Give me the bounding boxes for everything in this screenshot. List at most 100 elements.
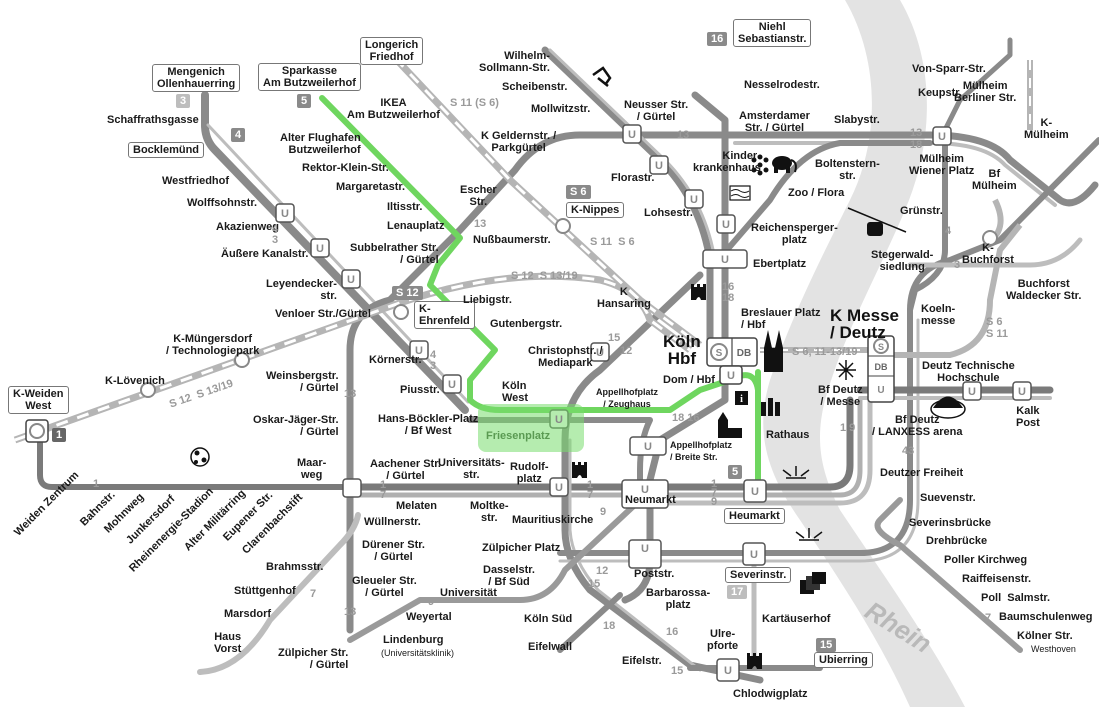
station-moltkestr[interactable]: Moltke- str.: [470, 500, 509, 524]
station-florastr[interactable]: Florastr.: [611, 172, 655, 184]
station-brahmsstr[interactable]: Brahmsstr.: [266, 561, 324, 573]
station-ebertplatz[interactable]: Ebertplatz: [753, 258, 807, 270]
station-mauritiuskirche[interactable]: Mauritiuskirche: [512, 514, 594, 526]
station-keupstr[interactable]: Keupstr.: [918, 87, 963, 99]
station-boltenstern[interactable]: Boltenstern- str.: [815, 158, 880, 182]
station-ehrenfeld[interactable]: K- Ehrenfeld: [414, 301, 475, 329]
station-ikea[interactable]: IKEA Am Butzweilerhof: [347, 97, 440, 121]
station-leyendecker[interactable]: Leyendecker- str.: [266, 278, 337, 302]
station-deutzer-freiheit[interactable]: Deutzer Freiheit: [880, 467, 964, 479]
station-marsdorf[interactable]: Marsdorf: [224, 608, 272, 620]
station-universitaetsstr[interactable]: Universitäts- str.: [438, 457, 505, 481]
station-rudolfplatz[interactable]: Rudolf- platz: [510, 461, 549, 485]
station-bf-deutz-lanxess[interactable]: Bf Deutz / LANXESS arena: [872, 414, 963, 438]
station-poller-kirchweg[interactable]: Poller Kirchweg: [944, 554, 1028, 566]
station-piusstr[interactable]: Piusstr.: [400, 384, 440, 396]
station-aeussere-kanalstr[interactable]: Äußere Kanalstr.: [221, 248, 309, 260]
station-lohsestr[interactable]: Lohsestr.: [644, 207, 693, 219]
station-raiffeisenstr[interactable]: Raiffeisenstr.: [962, 573, 1032, 585]
station-venloer[interactable]: Venloer Str./Gürtel: [275, 308, 371, 320]
station-bf-muelheim[interactable]: Bf Mülheim: [972, 168, 1017, 192]
station-poststr[interactable]: Poststr.: [634, 568, 675, 580]
station-baumschulenweg[interactable]: Baumschulenweg: [999, 611, 1093, 623]
station-appellhof-breite[interactable]: Appellhofplatz / Breite Str.: [670, 440, 732, 462]
station-wolffsohnstr[interactable]: Wolffsohnstr.: [187, 197, 258, 209]
station-kinderkrankenhaus[interactable]: Kinder- krankenhaus: [693, 150, 761, 174]
station-nussbaumer[interactable]: Nußbaumerstr.: [473, 234, 551, 246]
station-koeln-sued[interactable]: Köln Süd: [524, 613, 573, 625]
station-iltisstr[interactable]: Iltisstr.: [387, 201, 423, 213]
station-amsterdamer[interactable]: Amsterdamer Str. / Gürtel: [739, 110, 810, 134]
station-gutenbergstr[interactable]: Gutenbergstr.: [490, 318, 563, 330]
station-muengersdorf[interactable]: K-Müngersdorf / Technologiepark: [166, 333, 260, 357]
station-barbarossaplatz[interactable]: Barbarossa- platz: [646, 587, 711, 611]
station-scheibenstr[interactable]: Scheibenstr.: [502, 81, 568, 93]
station-koelnmesse[interactable]: Koeln- messe: [921, 303, 956, 327]
station-weyertal[interactable]: Weyertal: [406, 611, 452, 623]
station-dasselstr[interactable]: Dasselstr. / Bf Süd: [483, 564, 535, 588]
station-melaten[interactable]: Melaten: [396, 500, 437, 512]
station-breslauer[interactable]: Breslauer Platz / Hbf: [741, 307, 821, 331]
station-neusser[interactable]: Neusser Str. / Gürtel: [624, 99, 689, 123]
station-zoo-flora[interactable]: Zoo / Flora: [788, 187, 845, 199]
station-alter-flughafen[interactable]: Alter Flughafen Butzweilerhof: [280, 132, 361, 156]
station-geldern[interactable]: K Geldernstr. / Parkgürtel: [481, 130, 557, 154]
station-lenauplatz[interactable]: Lenauplatz: [387, 220, 445, 232]
station-wilhelm-sollmann[interactable]: Wilhelm- Sollmann-Str.: [479, 50, 550, 74]
station-mollwitzstr[interactable]: Mollwitzstr.: [531, 103, 591, 115]
station-duerener[interactable]: Dürener Str. / Gürtel: [362, 539, 425, 563]
station-akazienweg[interactable]: Akazienweg: [216, 221, 279, 233]
station-weinsberg[interactable]: Weinsbergstr. / Gürtel: [266, 370, 339, 394]
station-koelner-str[interactable]: Kölner Str.: [1017, 630, 1073, 642]
station-gleueler[interactable]: Gleueler Str. / Gürtel: [352, 575, 417, 599]
station-muelheim-berliner[interactable]: Mülheim Berliner Str.: [954, 80, 1017, 104]
station-reichensperger[interactable]: Reichensperger- platz: [751, 222, 838, 246]
station-eifelwall[interactable]: Eifelwall: [528, 641, 573, 653]
station-eifelstr[interactable]: Eifelstr.: [622, 655, 662, 667]
station-nesselrode[interactable]: Nesselrodestr.: [744, 79, 820, 91]
station-oskar-jaeger[interactable]: Oskar-Jäger-Str. / Gürtel: [253, 414, 339, 438]
terminus-niehl[interactable]: Niehl Sebastianstr.: [733, 19, 812, 47]
station-hans-boeckler[interactable]: Hans-Böckler-Platz / Bf West: [378, 413, 479, 437]
station-margaretastr[interactable]: Margaretastr.: [336, 181, 406, 193]
station-wuellnerstr[interactable]: Wüllnerstr.: [364, 516, 421, 528]
terminus-mengenich[interactable]: Mengenich Ollenhauerring: [152, 64, 241, 92]
station-dom-hbf[interactable]: Dom / Hbf: [663, 374, 715, 386]
hub-label-koeln-hbf[interactable]: Köln Hbf: [663, 332, 701, 368]
station-rathaus[interactable]: Rathaus: [766, 429, 810, 441]
station-stegerwald[interactable]: Stegerwald- siedlung: [871, 249, 934, 273]
terminus-weiden[interactable]: K-Weiden West: [8, 386, 69, 414]
station-zuelpicher-platz[interactable]: Zülpicher Platz: [482, 542, 561, 554]
station-westhoven[interactable]: Westhoven: [1031, 644, 1076, 654]
station-aachener[interactable]: Aachener Str. / Gürtel: [370, 458, 441, 482]
station-lindenburg[interactable]: Lindenburg: [383, 634, 444, 646]
station-k-muelheim[interactable]: K- Mülheim: [1024, 117, 1069, 141]
station-liebigstr[interactable]: Liebigstr.: [463, 294, 512, 306]
station-stuettgenhof[interactable]: Stüttgenhof: [234, 585, 296, 597]
station-christophstr[interactable]: Christophstr. / Mediapark: [528, 345, 603, 369]
station-heumarkt[interactable]: Heumarkt: [724, 508, 785, 524]
station-chlodwigplatz[interactable]: Chlodwigplatz: [733, 688, 808, 700]
station-slabystr[interactable]: Slabystr.: [834, 114, 880, 126]
station-appellhof-zeughaus[interactable]: Appellhofplatz / Zeughaus: [596, 387, 658, 409]
station-drehbruecke[interactable]: Drehbrücke: [926, 535, 988, 547]
station-severinsbruecke[interactable]: Severinsbrücke: [909, 517, 991, 529]
station-escher[interactable]: Escher Str.: [460, 184, 497, 208]
station-von-sparr[interactable]: Von-Sparr-Str.: [912, 63, 986, 75]
station-koernerstr[interactable]: Körnerstr.: [369, 354, 422, 366]
station-bf-deutz-messe[interactable]: Bf Deutz / Messe: [818, 384, 863, 408]
station-westfriedhof[interactable]: Westfriedhof: [162, 175, 230, 187]
station-subbelrather[interactable]: Subbelrather Str. / Gürtel: [350, 242, 439, 266]
station-ubierring[interactable]: Ubierring: [814, 652, 873, 668]
station-ulrepforte[interactable]: Ulre- pforte: [707, 628, 739, 652]
station-maarweg[interactable]: Maar- weg: [297, 457, 327, 481]
station-hansaring[interactable]: K Hansaring: [597, 286, 651, 310]
station-deutz-th[interactable]: Deutz Technische Hochschule: [922, 360, 1015, 384]
station-muelheim-wiener[interactable]: Mülheim Wiener Platz: [909, 153, 975, 177]
hub-label-messe-deutz[interactable]: K Messe / Deutz: [830, 306, 899, 342]
station-poll-salmstr[interactable]: Poll Salmstr.: [981, 592, 1051, 604]
station-rektor-klein[interactable]: Rektor-Klein-Str.: [302, 162, 389, 174]
terminus-bocklemuend[interactable]: Bocklemünd: [128, 142, 205, 158]
station-schaffrathsgasse[interactable]: Schaffrathsgasse: [107, 114, 199, 126]
station-severinstr[interactable]: Severinstr.: [725, 567, 792, 583]
